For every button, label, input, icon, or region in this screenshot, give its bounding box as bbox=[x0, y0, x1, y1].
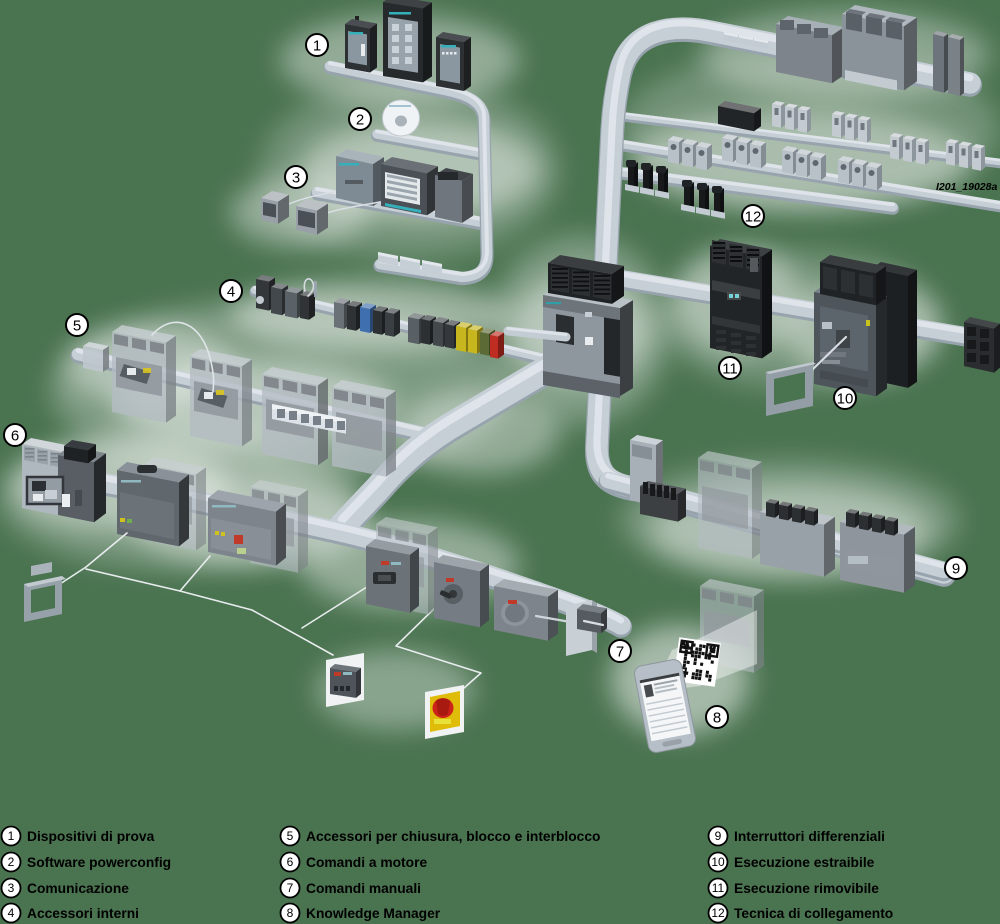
svg-text:6: 6 bbox=[11, 427, 19, 444]
svg-text:Software powerconfig: Software powerconfig bbox=[27, 855, 171, 870]
svg-text:1: 1 bbox=[313, 37, 321, 54]
svg-text:Dispositivi di prova: Dispositivi di prova bbox=[27, 829, 155, 844]
svg-text:9: 9 bbox=[952, 560, 960, 577]
svg-text:2: 2 bbox=[8, 855, 15, 869]
svg-text:8: 8 bbox=[713, 709, 721, 726]
svg-text:9: 9 bbox=[715, 829, 722, 843]
svg-text:10: 10 bbox=[837, 390, 854, 407]
svg-text:Accessori per chiusura, blocco: Accessori per chiusura, blocco e interbl… bbox=[306, 829, 600, 844]
svg-text:Comandi manuali: Comandi manuali bbox=[306, 881, 421, 896]
svg-text:7: 7 bbox=[287, 881, 294, 895]
svg-text:Comunicazione: Comunicazione bbox=[27, 881, 129, 896]
svg-text:4: 4 bbox=[8, 906, 15, 920]
svg-text:3: 3 bbox=[292, 169, 300, 186]
svg-text:1: 1 bbox=[8, 829, 15, 843]
svg-text:5: 5 bbox=[287, 829, 294, 843]
svg-text:10: 10 bbox=[711, 855, 725, 869]
svg-text:Esecuzione estraibile: Esecuzione estraibile bbox=[734, 855, 875, 870]
svg-text:5: 5 bbox=[73, 317, 81, 334]
svg-text:Knowledge Manager: Knowledge Manager bbox=[306, 906, 441, 921]
svg-text:Esecuzione rimovibile: Esecuzione rimovibile bbox=[734, 881, 879, 896]
svg-text:4: 4 bbox=[227, 283, 235, 300]
svg-text:Accessori interni: Accessori interni bbox=[27, 906, 139, 921]
svg-text:2: 2 bbox=[356, 111, 364, 128]
svg-text:7: 7 bbox=[616, 643, 624, 660]
svg-text:Comandi a motore: Comandi a motore bbox=[306, 855, 427, 870]
svg-text:I201_19028a: I201_19028a bbox=[936, 181, 997, 193]
svg-text:11: 11 bbox=[722, 360, 738, 377]
svg-text:8: 8 bbox=[287, 906, 294, 920]
svg-text:12: 12 bbox=[711, 906, 725, 920]
svg-text:Tecnica di collegamento: Tecnica di collegamento bbox=[734, 906, 893, 921]
svg-text:12: 12 bbox=[745, 208, 762, 225]
svg-text:6: 6 bbox=[287, 855, 294, 869]
svg-text:3: 3 bbox=[8, 881, 15, 895]
svg-text:Interruttori differenziali: Interruttori differenziali bbox=[734, 829, 885, 844]
svg-text:11: 11 bbox=[712, 881, 725, 895]
